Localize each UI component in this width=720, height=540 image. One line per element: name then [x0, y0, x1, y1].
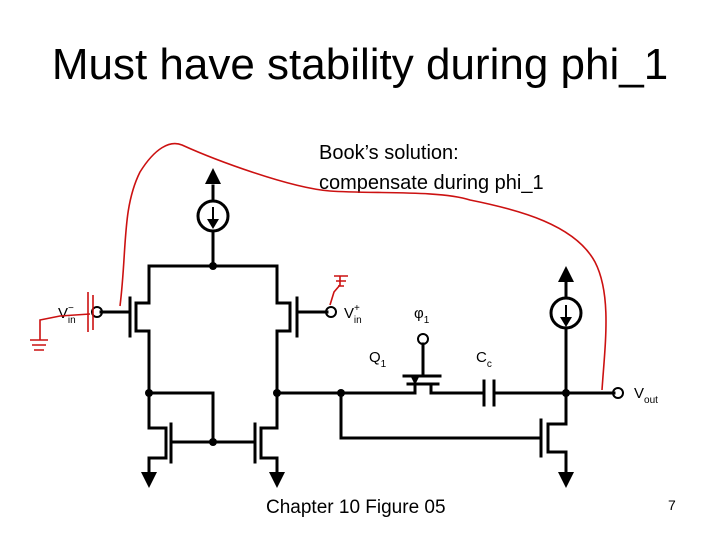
phi1-label: φ1	[414, 305, 430, 326]
annotation-note: Book’s solution: compensate during phi_1	[319, 138, 544, 198]
top-current-source	[196, 168, 230, 268]
output-current-source	[549, 266, 583, 395]
page-number: 7	[668, 497, 676, 513]
figure-caption: Chapter 10 Figure 05	[266, 497, 446, 518]
output-gate-wire	[339, 391, 543, 440]
note-line-2: compensate during phi_1	[319, 172, 544, 194]
red-annotations	[30, 142, 607, 391]
q1-label: Q1	[369, 349, 387, 370]
vin-plus-terminal	[325, 306, 337, 318]
vout-label: Vout	[634, 385, 658, 406]
vout-terminal	[612, 387, 624, 399]
compensation-capacitor	[429, 379, 568, 407]
cc-label: Cc	[476, 349, 492, 370]
left-input-transistor	[99, 264, 151, 395]
output-transistor	[539, 391, 574, 488]
vin-minus-label: V−in	[58, 303, 76, 326]
diode-connection	[147, 391, 215, 444]
right-input-transistor	[275, 264, 329, 395]
slide-title: Must have stability during phi_1	[51, 40, 669, 89]
note-line-1: Book’s solution:	[319, 142, 459, 164]
q1-switch	[402, 333, 442, 395]
vin-minus-terminal	[91, 306, 103, 318]
vin-plus-label: V+in	[344, 303, 362, 326]
current-mirror	[141, 391, 285, 488]
